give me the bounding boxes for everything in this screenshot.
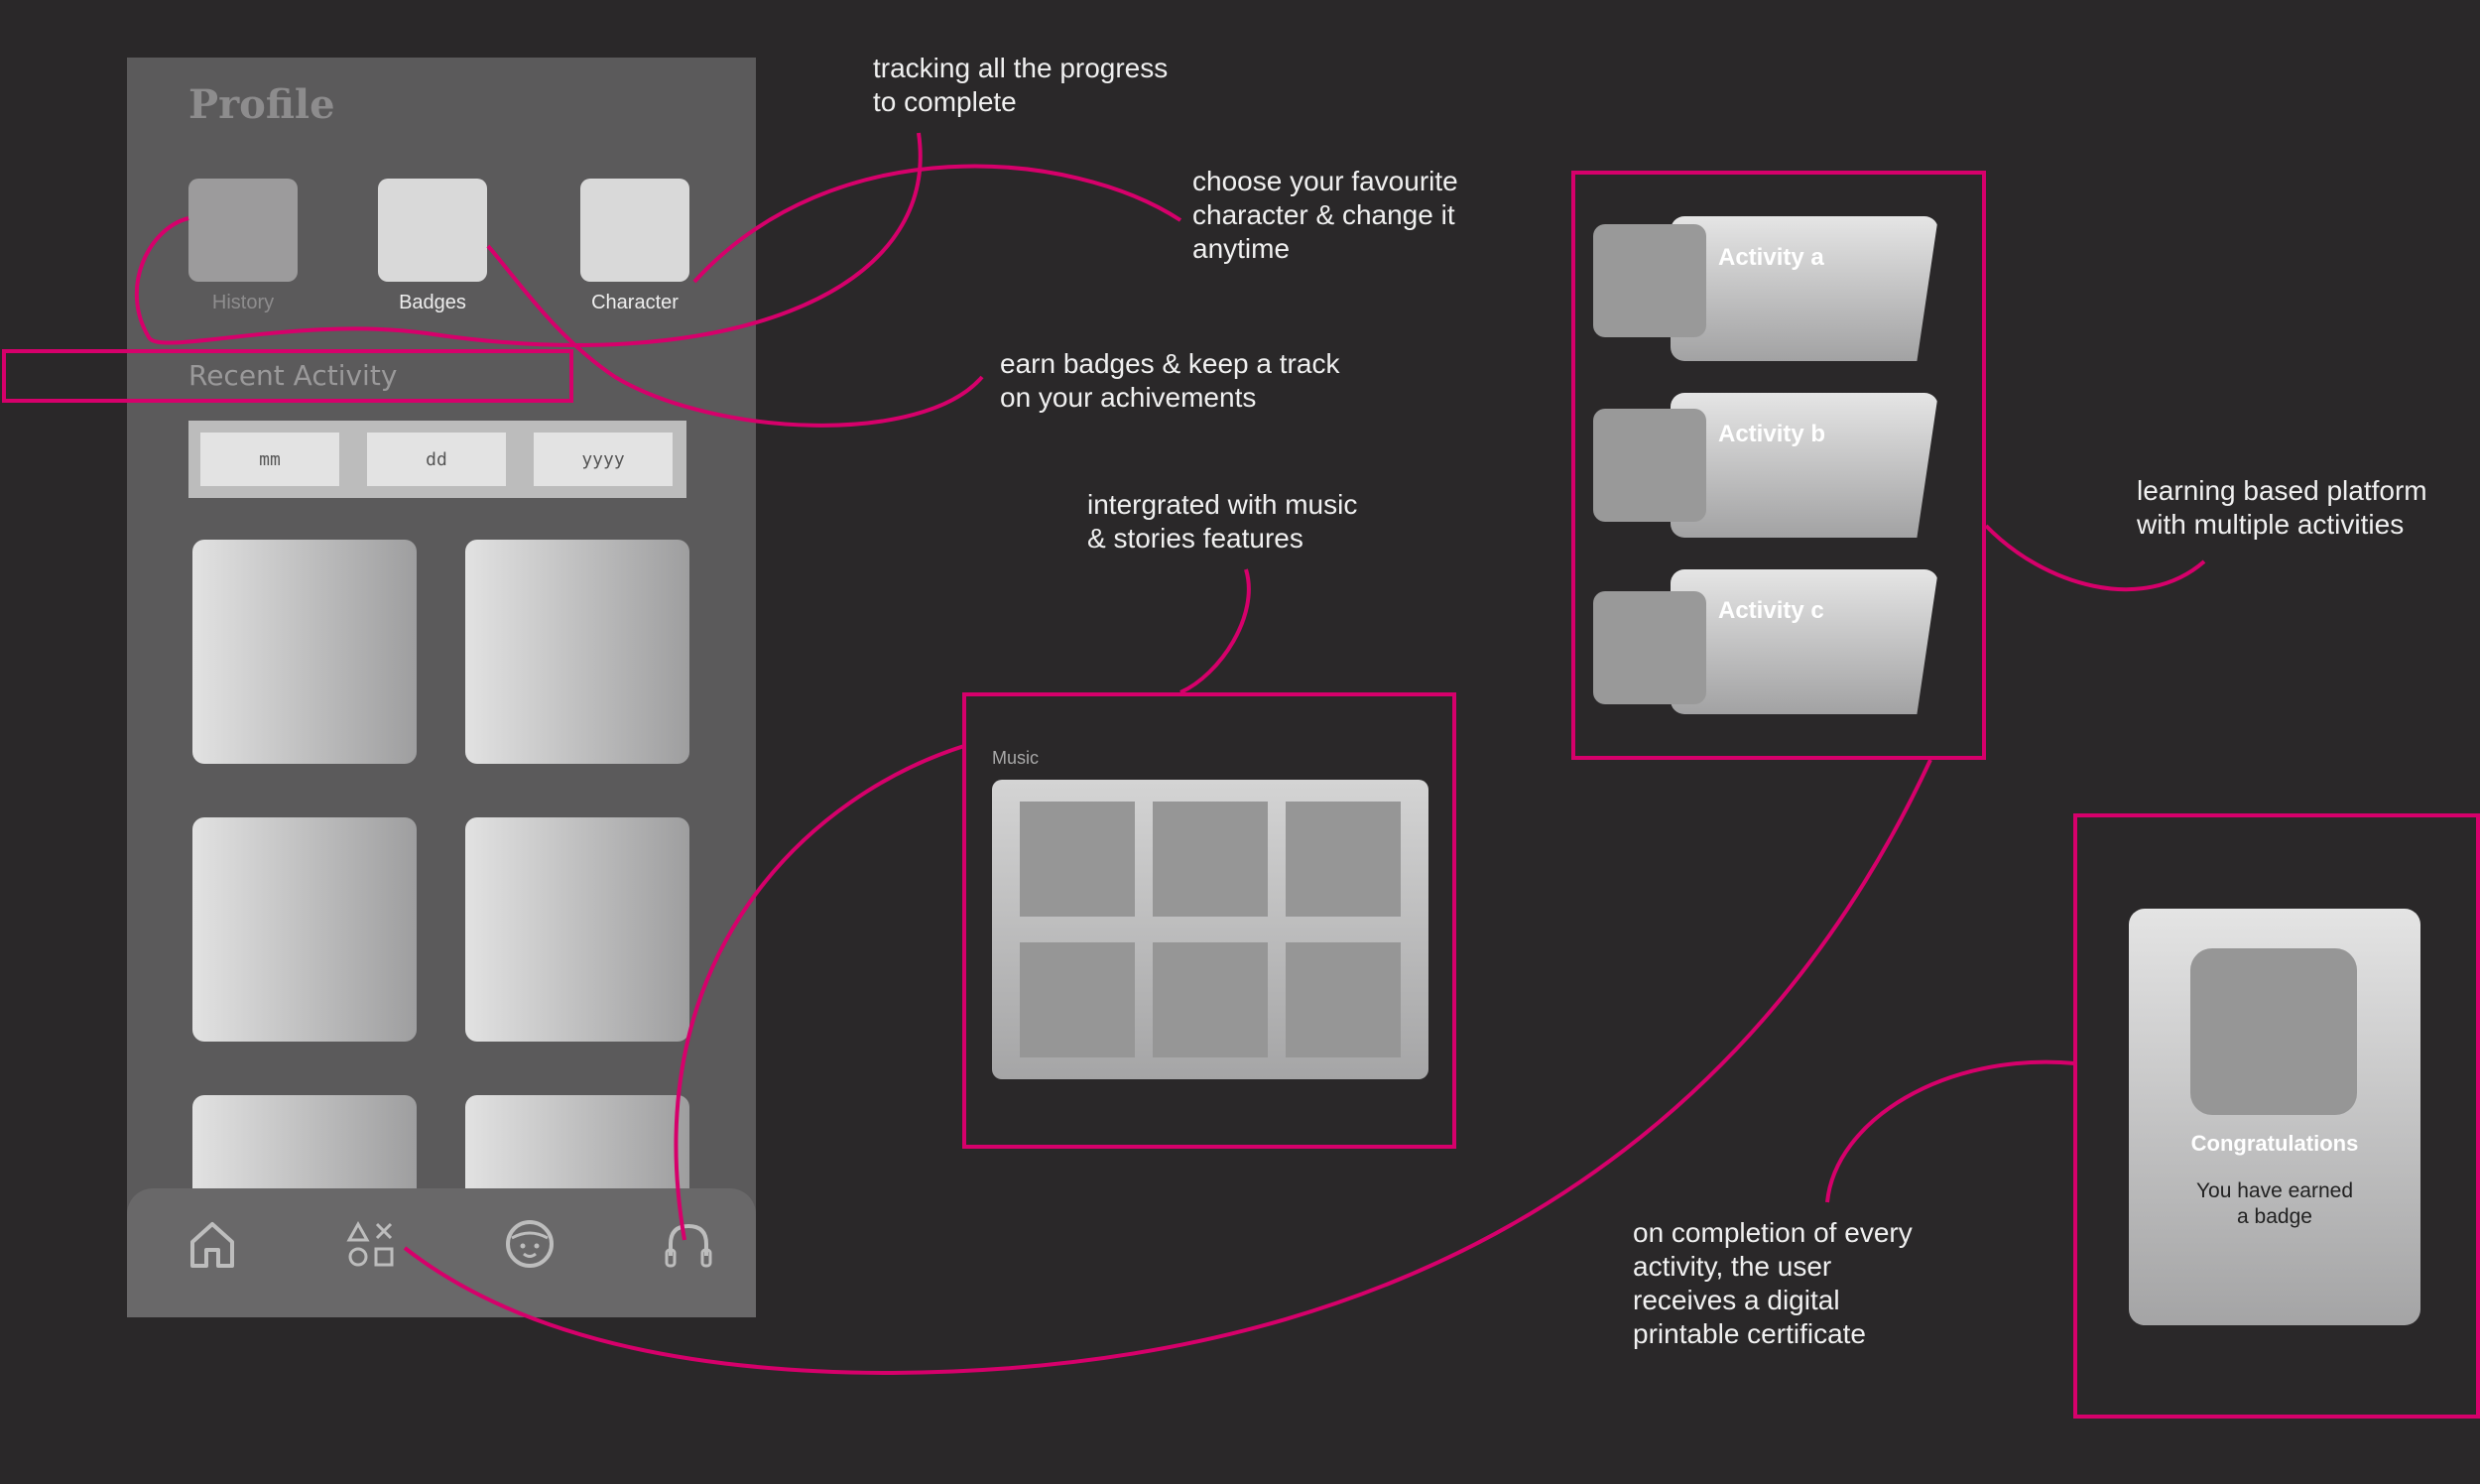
activity-a-label: Activity a: [1718, 244, 1824, 271]
certificate-message: You have earned a badge: [2195, 1179, 2354, 1228]
music-panel-frame: Music: [962, 692, 1456, 1149]
page-title: Profile: [188, 81, 335, 128]
recent-activity-heading: Recent Activity: [188, 359, 398, 392]
activity-card[interactable]: [192, 817, 417, 1042]
character-face-icon[interactable]: [500, 1214, 559, 1274]
annotation-character: choose your favourite character & change…: [1192, 166, 1458, 264]
music-label: Music: [992, 748, 1040, 768]
music-item[interactable]: [1020, 802, 1135, 917]
activity-c-thumbnail: [1593, 591, 1706, 704]
activity-b-thumbnail: [1593, 409, 1706, 522]
bottom-nav: [127, 1188, 756, 1317]
annotation-badges: earn badges & keep a track on your achiv…: [1000, 348, 1340, 413]
character-tile[interactable]: [580, 179, 689, 282]
activity-card[interactable]: [192, 1095, 417, 1188]
shapes-icon[interactable]: [341, 1214, 401, 1274]
music-item[interactable]: [1020, 942, 1135, 1057]
activity-card[interactable]: [465, 1095, 689, 1188]
annotation-music: intergrated with music & stories feature…: [1087, 489, 1358, 554]
home-icon[interactable]: [183, 1214, 242, 1274]
music-item[interactable]: [1153, 942, 1268, 1057]
music-item[interactable]: [1286, 942, 1401, 1057]
certificate-card: Congratulations You have earned a badge: [2129, 909, 2420, 1325]
activity-c-label: Activity c: [1718, 597, 1824, 624]
recent-activity-highlight: [2, 349, 573, 403]
badges-tile[interactable]: [378, 179, 487, 282]
activity-b-label: Activity b: [1718, 421, 1826, 447]
day-field[interactable]: dd: [367, 433, 506, 486]
history-tile[interactable]: [188, 179, 298, 282]
badges-label: Badges: [399, 292, 466, 313]
badge-image: [2190, 948, 2357, 1115]
activity-b-card[interactable]: [1671, 393, 1938, 538]
certificate-title: Congratulations: [2190, 1131, 2359, 1156]
activity-a-thumbnail: [1593, 224, 1706, 337]
music-item[interactable]: [1153, 802, 1268, 917]
certificate-panel-frame: Congratulations You have earned a badge: [2073, 813, 2480, 1419]
activity-c-card[interactable]: [1671, 569, 1938, 714]
character-label: Character: [591, 292, 679, 313]
activities-panel: Activity a Activity b Activity c: [1571, 171, 1986, 760]
date-filter: mm dd yyyy: [188, 421, 686, 498]
annotation-tracking: tracking all the progress to complete: [873, 53, 1169, 117]
music-item[interactable]: [1286, 802, 1401, 917]
activity-card[interactable]: [192, 540, 417, 764]
year-field[interactable]: yyyy: [534, 433, 673, 486]
music-grid: [992, 780, 1428, 1079]
activity-a-card[interactable]: [1671, 216, 1938, 361]
annotation-learning: learning based platform with multiple ac…: [2137, 475, 2427, 540]
history-label: History: [211, 292, 275, 313]
annotation-certificate: on completion of every activity, the use…: [1633, 1217, 1913, 1349]
activity-card[interactable]: [465, 540, 689, 764]
month-field[interactable]: mm: [200, 433, 339, 486]
activity-card[interactable]: [465, 817, 689, 1042]
profile-screen: Profile History Badges Character Recent …: [127, 58, 756, 1317]
headphones-icon[interactable]: [659, 1214, 718, 1274]
